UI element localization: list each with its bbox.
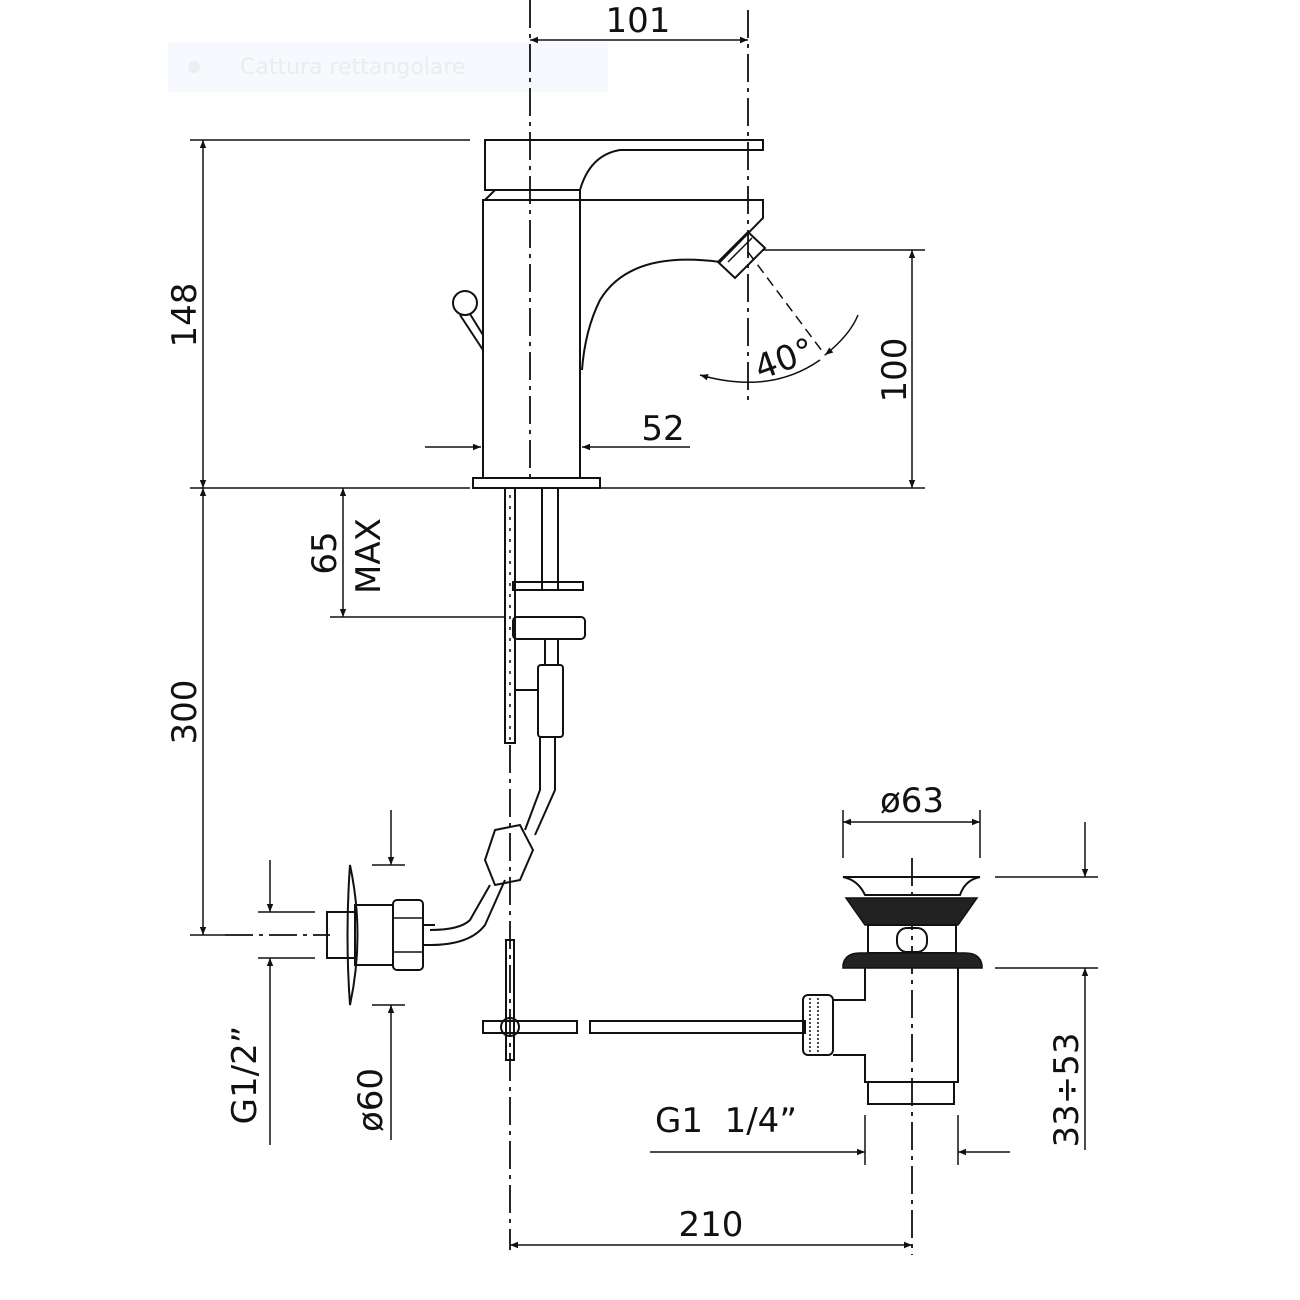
svg-text:148: 148 xyxy=(165,283,205,348)
svg-text:100: 100 xyxy=(875,338,915,403)
pop-up-drain xyxy=(833,876,983,1105)
dimension-diameter-63: ø63 xyxy=(842,781,981,858)
dimension-40-degrees: 40° xyxy=(699,251,859,388)
dimension-g1-1-4: G1 1/4” xyxy=(650,1101,1010,1165)
dimension-100: 100 xyxy=(875,250,916,488)
svg-text:G1 1/4”: G1 1/4” xyxy=(655,1101,797,1141)
dimension-101: 101 xyxy=(530,1,748,44)
svg-text:ø63: ø63 xyxy=(880,781,944,821)
svg-text:33÷53: 33÷53 xyxy=(1047,1032,1087,1147)
svg-text:MAX: MAX xyxy=(349,518,389,594)
pop-up-rod xyxy=(482,939,834,1061)
angle-valve xyxy=(326,864,435,1006)
dimension-52: 52 xyxy=(425,409,690,451)
capture-overlay-label: Cattura rettangolare xyxy=(240,54,466,80)
centerlines xyxy=(225,0,913,1255)
dimension-33-53: 33÷53 xyxy=(995,822,1098,1150)
dimension-300: 300 xyxy=(165,488,225,936)
hoses-and-rod xyxy=(429,487,586,946)
svg-text:G1/2”: G1/2” xyxy=(225,1026,265,1125)
svg-text:ø60: ø60 xyxy=(351,1068,391,1132)
dimension-diameter-60: ø60 xyxy=(351,810,405,1140)
dimension-65-max: 65 MAX xyxy=(305,488,505,618)
capture-overlay: Cattura rettangolare xyxy=(168,42,608,92)
faucet-body xyxy=(452,139,767,489)
dimension-g1-2: G1/2” xyxy=(225,860,315,1145)
svg-text:300: 300 xyxy=(165,680,205,745)
svg-text:101: 101 xyxy=(606,1,671,41)
svg-text:40°: 40° xyxy=(749,330,819,388)
dimension-210: 210 xyxy=(510,1205,912,1249)
dimension-148: 148 xyxy=(165,140,207,488)
svg-text:210: 210 xyxy=(679,1205,744,1245)
svg-text:52: 52 xyxy=(641,409,684,449)
svg-text:65: 65 xyxy=(305,531,345,574)
record-icon xyxy=(188,61,200,73)
